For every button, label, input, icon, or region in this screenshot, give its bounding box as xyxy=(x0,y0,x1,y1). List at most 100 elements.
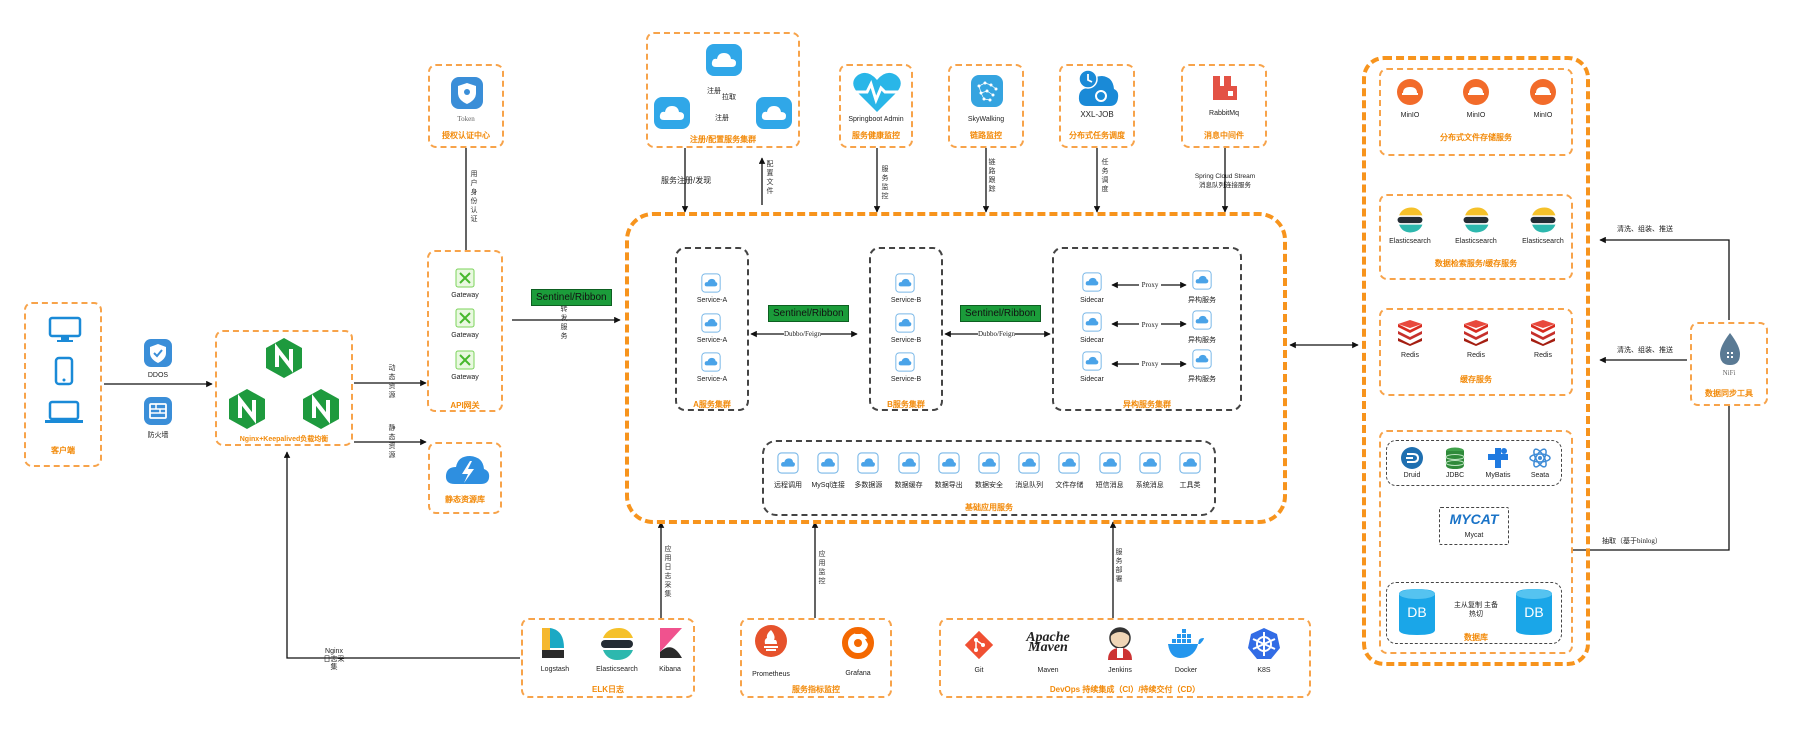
minio-icon xyxy=(1396,78,1424,111)
tracing-edge: 链路跟踪 xyxy=(988,159,996,193)
es-name: Elasticsearch xyxy=(1389,238,1431,245)
nifi-edge-es: 清洗、组装、推送 xyxy=(1617,225,1673,233)
registry-register-left: 注册 xyxy=(707,88,721,95)
core-services-box xyxy=(625,212,1287,524)
proxy-label: Proxy xyxy=(1139,360,1161,368)
es-name: Elasticsearch xyxy=(1455,238,1497,245)
cluster-b-label: B服务集群 xyxy=(887,400,925,409)
hetero-label: 异构服务集群 xyxy=(1123,400,1171,409)
hetero-service-cloud-icon xyxy=(1192,310,1212,335)
minio-name: MinIO xyxy=(1400,112,1420,119)
proxy-label: Proxy xyxy=(1139,321,1161,329)
token-label: Token xyxy=(457,115,475,123)
mybatis-icon xyxy=(1486,446,1510,475)
minio-label: 分布式文件存储服务 xyxy=(1440,133,1512,142)
dubbo-label-a: Dubbo/Feign xyxy=(784,330,821,338)
token-shield-icon xyxy=(451,77,483,109)
base-service-cloud-icon xyxy=(978,452,1000,479)
jenkins-name: Jenkins xyxy=(1108,667,1132,674)
forward-edge-label: 转发服务 xyxy=(560,306,568,340)
auth-box: Token 授权认证中心 xyxy=(428,64,504,148)
base-service-cloud-icon xyxy=(1098,452,1121,479)
metrics-label: 服务指标监控 xyxy=(792,685,840,694)
devops-edge: 服务部署 xyxy=(1115,549,1123,583)
service-b-cloud-icon xyxy=(895,313,915,338)
elk-label: ELK日志 xyxy=(592,685,624,694)
es-icon xyxy=(1529,206,1557,239)
registry-cloud-right-icon xyxy=(755,96,793,135)
elk-nginx-log-edge: Nginx日志采集 xyxy=(323,648,345,671)
ddos-shield-icon xyxy=(144,339,172,367)
mycat-logo: MYCAT xyxy=(1449,511,1499,527)
db-tool-name: Seata xyxy=(1530,472,1550,479)
registry-fetch: 拉取 xyxy=(722,94,736,101)
maven-logo: Apache Maven xyxy=(1026,630,1070,655)
rabbitmq-name: RabbitMq xyxy=(1209,110,1239,117)
redis-icon xyxy=(1462,320,1490,351)
health-monitor-name: Springboot Admin xyxy=(848,116,904,123)
cluster-b-box: B服务集群 xyxy=(869,247,943,411)
redis-icon xyxy=(1529,320,1557,351)
static-resource-box: 静态资源库 xyxy=(428,442,502,514)
scheduler-label: 分布式任务调度 xyxy=(1069,131,1125,140)
client-box: 客户端 xyxy=(24,302,102,467)
sidecar-label: Sidecar xyxy=(1080,376,1104,383)
gateway-label: API网关 xyxy=(450,401,480,410)
db-tools-box xyxy=(1386,440,1562,486)
redis-name: Redis xyxy=(1401,352,1419,359)
dynamic-resource-edge-label: 动态资源 xyxy=(388,365,396,399)
redis-icon xyxy=(1396,320,1424,351)
xxl-job-icon xyxy=(1078,69,1119,106)
health-monitor-edge: 服务监控 xyxy=(881,166,889,200)
service-b-label: Service-B xyxy=(890,297,922,304)
nifi-text: NiFi xyxy=(1722,369,1736,377)
db-cluster-box xyxy=(1386,582,1562,644)
cluster-a-label: A服务集群 xyxy=(693,400,731,409)
registry-register-bottom: 注册 xyxy=(715,115,729,122)
gateway-item-label: Gateway xyxy=(451,332,479,339)
es-icon xyxy=(1396,206,1424,239)
service-a-cloud-icon xyxy=(701,352,721,377)
sidecar-cloud-icon xyxy=(1082,312,1102,337)
mq-edge: Spring Cloud Stream 消息队列连接服务 xyxy=(1194,173,1256,189)
prometheus-name: Prometheus xyxy=(752,671,790,678)
sidecar-label: Sidecar xyxy=(1080,337,1104,344)
phone-icon xyxy=(54,356,74,386)
minio-icon xyxy=(1529,78,1557,111)
xxl-job-name: XXL-JOB xyxy=(1080,110,1114,119)
redis-name: Redis xyxy=(1467,352,1485,359)
base-service-label: 远程调用 xyxy=(774,482,802,489)
service-a-cloud-icon xyxy=(701,273,721,298)
auth-edge-label: 用户身份认证 xyxy=(470,171,478,223)
base-service-cloud-icon xyxy=(1139,452,1161,479)
registry-label: 注册/配置服务集群 xyxy=(689,135,757,144)
db-tool-name: JDBC xyxy=(1445,472,1465,479)
git-icon xyxy=(964,630,994,660)
base-service-label: MySql连接 xyxy=(811,482,845,489)
service-b-label: Service-B xyxy=(890,337,922,344)
registry-config-edge: 配置文件 xyxy=(766,161,774,195)
tracing-box: SkyWalking 链路监控 xyxy=(948,64,1024,148)
client-label: 客户端 xyxy=(51,446,75,455)
es-name: Elasticsearch xyxy=(1522,238,1564,245)
gateway-icon xyxy=(455,350,475,375)
gateway-item-label: Gateway xyxy=(451,374,479,381)
devops-label: DevOps 持续集成（CI）/持续交付（CD） xyxy=(1049,685,1201,694)
sentinel-label-gateway: Sentinel/Ribbon xyxy=(531,289,612,306)
redis-name: Redis xyxy=(1534,352,1552,359)
service-b-label: Service-B xyxy=(890,376,922,383)
service-a-label: Service-A xyxy=(696,376,728,383)
docker-name: Docker xyxy=(1174,667,1198,674)
es-icon xyxy=(1462,206,1490,239)
sentinel-label-a: Sentinel/Ribbon xyxy=(768,305,849,322)
firewall-label: 防火墙 xyxy=(147,432,169,439)
service-a-label: Service-A xyxy=(696,297,728,304)
hetero-service-label: 异构服务 xyxy=(1188,337,1216,344)
mq-box: RabbitMq 消息中间件 xyxy=(1181,64,1267,148)
hetero-service-label: 异构服务 xyxy=(1188,297,1216,304)
gateway-icon xyxy=(455,268,475,293)
metrics-edge: 应用监控 xyxy=(818,551,826,585)
health-monitor-box: Springboot Admin 服务健康监控 xyxy=(839,64,913,148)
skywalking-icon xyxy=(971,75,1003,107)
